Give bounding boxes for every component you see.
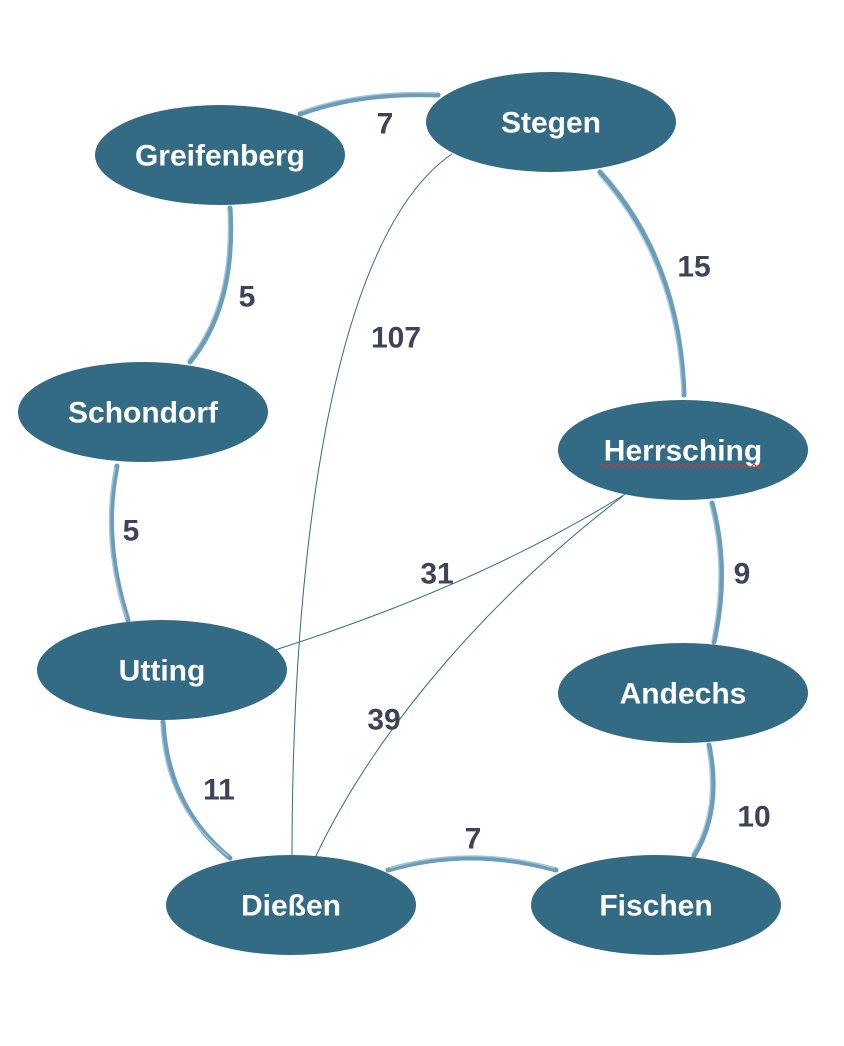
edge-greifenberg-stegen: [297, 91, 441, 117]
edge-schondorf-utting: [108, 463, 131, 623]
node-label-diessen: Dießen: [241, 890, 341, 923]
node-label-herrsching: Herrsching: [604, 435, 762, 468]
edge-weight-greifenberg-schondorf: 5: [239, 281, 256, 314]
edge-weight-andechs-fischen: 10: [737, 801, 770, 834]
node-schondorf: Schondorf: [18, 362, 268, 462]
edge-weight-schondorf-utting: 5: [123, 515, 140, 548]
edge-weight-herrsching-utting: 31: [420, 558, 453, 591]
node-label-fischen: Fischen: [599, 890, 712, 923]
node-utting: Utting: [37, 620, 287, 720]
node-herrsching: Herrsching: [558, 400, 808, 500]
edge-greifenberg-schondorf: [187, 205, 234, 365]
node-label-schondorf: Schondorf: [68, 397, 219, 430]
node-greifenberg: Greifenberg: [95, 105, 345, 205]
edge-weight-stegen-diessen: 107: [371, 322, 421, 355]
node-stegen: Stegen: [426, 72, 676, 172]
node-diessen: Dießen: [166, 855, 416, 955]
node-label-stegen: Stegen: [501, 107, 601, 140]
node-andechs: Andechs: [558, 643, 808, 743]
edge-andechs-fischen: [691, 742, 716, 859]
node-fischen: Fischen: [531, 855, 781, 955]
node-label-andechs: Andechs: [620, 678, 747, 711]
spellcheck-underline: [599, 463, 765, 469]
edge-utting-diessen: [160, 719, 233, 861]
edge-stegen-herrsching: [597, 169, 687, 398]
node-label-utting: Utting: [119, 655, 206, 688]
edge-weight-herrsching-andechs: 9: [734, 558, 751, 591]
edge-herrsching-utting: [274, 492, 628, 651]
edge-stegen-diessen: [291, 153, 453, 859]
edge-weight-stegen-herrsching: 15: [677, 251, 710, 284]
edge-weight-utting-diessen: 11: [203, 774, 235, 807]
node-label-greifenberg: Greifenberg: [135, 140, 305, 173]
edge-weight-greifenberg-stegen: 7: [377, 108, 394, 141]
edge-herrsching-andechs: [709, 500, 724, 645]
edge-weight-diessen-fischen: 7: [465, 823, 482, 856]
edge-diessen-fischen: [385, 855, 559, 873]
edge-weight-herrsching-diessen: 39: [367, 704, 400, 737]
edge-herrsching-diessen: [314, 495, 624, 859]
